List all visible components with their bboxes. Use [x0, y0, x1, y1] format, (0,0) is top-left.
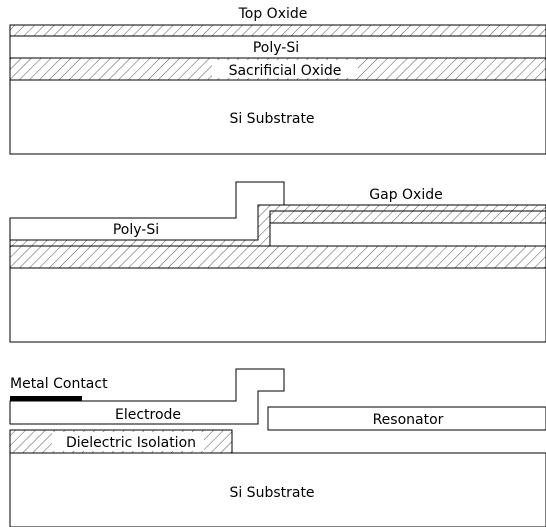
label-dielectric-isolation: Dielectric Isolation: [66, 435, 196, 451]
electrode: [9, 368, 285, 425]
panel-released-device: Metal Contact Electrode Resonator Dielec…: [9, 368, 546, 527]
resonator: [267, 406, 546, 431]
label-resonator: Resonator: [373, 412, 444, 428]
layer-si-substrate-2: [9, 267, 546, 343]
panel-patterned-poly: Gap Oxide Poly-Si: [9, 181, 546, 343]
label-metal-contact: Metal Contact: [10, 376, 108, 392]
panel-initial-stack: Top Oxide Poly-Si Sacrificial Oxide Si S…: [9, 6, 546, 155]
layer-si-substrate: [9, 79, 546, 155]
label-poly-si: Poly-Si: [253, 40, 299, 56]
layer-poly-right: [269, 222, 546, 247]
label-sacrificial-oxide: Sacrificial Oxide: [229, 63, 342, 79]
metal-contact: [10, 396, 82, 401]
layer-top-oxide: [9, 24, 546, 37]
layer-sacrificial-oxide-2: [9, 245, 546, 269]
label-bg-sacrificial-oxide: [212, 60, 358, 78]
label-gap-oxide: Gap Oxide: [369, 187, 442, 203]
layer-gap-oxide-top: [269, 210, 546, 224]
label-top-oxide: Top Oxide: [238, 6, 308, 22]
label-poly-si-2: Poly-Si: [113, 222, 159, 238]
label-bg-dielectric-isolation: [52, 432, 204, 451]
layer-poly-left: [9, 181, 285, 241]
layer-si-substrate-3: [9, 452, 546, 527]
label-electrode: Electrode: [115, 407, 181, 423]
label-si-substrate: Si Substrate: [229, 111, 314, 127]
label-si-substrate-3: Si Substrate: [229, 485, 314, 501]
